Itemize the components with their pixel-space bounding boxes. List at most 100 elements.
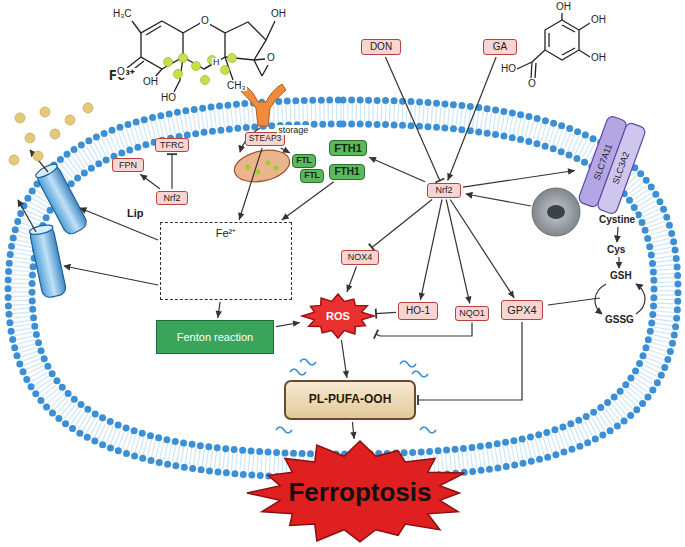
atom-label: HO xyxy=(160,92,177,103)
connector xyxy=(385,57,444,183)
don-structure xyxy=(127,21,275,92)
membrane-tails xyxy=(20,112,666,466)
node-text: Nrf2 xyxy=(435,185,452,195)
connector-line xyxy=(372,200,432,248)
connector-line xyxy=(369,157,425,182)
connector xyxy=(418,322,522,405)
inhibition-bar xyxy=(374,330,378,339)
connector xyxy=(374,323,472,339)
lipid-squiggles xyxy=(276,359,436,433)
ferritin-subunit: FTL xyxy=(300,169,324,183)
connector xyxy=(446,200,471,304)
membrane-outer xyxy=(8,100,678,478)
cys-gsh-arrow xyxy=(618,257,619,268)
connector xyxy=(369,200,432,252)
protein-box: TFRC xyxy=(155,138,189,152)
gsh-cycle xyxy=(636,284,645,314)
atom-label: OH xyxy=(590,14,607,25)
node-text: NQO1 xyxy=(459,308,485,318)
node-text: DON xyxy=(370,41,392,53)
connector xyxy=(447,57,496,181)
connector-line xyxy=(418,322,522,400)
inhibition-bar xyxy=(435,178,444,182)
connector xyxy=(419,200,442,301)
atom-label: CH₃ xyxy=(226,80,247,91)
drug-box: DON xyxy=(361,39,401,55)
edge-label: storage xyxy=(277,125,309,135)
arrowhead xyxy=(238,212,244,220)
node-text: FTH1 xyxy=(334,142,362,155)
connector xyxy=(167,154,177,189)
node-text: NOX4 xyxy=(348,252,373,262)
node-text: Fe²⁺ xyxy=(216,227,237,240)
arrowhead xyxy=(343,371,349,378)
process-box: Fenton reaction xyxy=(156,320,274,354)
gsh-gpx4-line xyxy=(548,298,600,305)
atom-label: O xyxy=(200,15,210,26)
connector-line xyxy=(446,200,470,304)
arrowhead xyxy=(465,296,471,304)
atom-label: H xyxy=(212,58,221,68)
endosome xyxy=(231,146,292,187)
connector xyxy=(376,309,396,319)
node-text: TFRC xyxy=(160,140,184,150)
connector-line xyxy=(347,267,357,293)
molecule-label: GSH xyxy=(609,270,633,281)
node-text: Lip xyxy=(127,207,144,220)
protein-box: NOX4 xyxy=(341,250,379,265)
arrowhead xyxy=(346,284,352,292)
node-text: Fenton reaction xyxy=(177,331,253,344)
atom-label: HO xyxy=(500,63,517,74)
node-text: FTH1 xyxy=(335,166,360,178)
exported-iron xyxy=(9,103,93,165)
connector xyxy=(450,200,514,299)
ferritin-subunit: FTH1 xyxy=(329,140,367,157)
connector-line xyxy=(282,182,334,220)
arrowhead xyxy=(369,157,377,163)
connector-line xyxy=(140,174,160,189)
efflux-arrow xyxy=(30,150,48,172)
protein-box: NQO1 xyxy=(455,306,489,321)
connector-line xyxy=(376,312,396,313)
connector xyxy=(341,340,349,378)
arrowhead xyxy=(216,311,222,318)
cell-icon xyxy=(532,188,580,236)
fpn-channel xyxy=(29,162,89,299)
atom-label: OH xyxy=(555,1,572,12)
labile-iron-pool: LipFe²⁺ xyxy=(160,222,292,300)
inhibition-bar xyxy=(167,153,177,155)
drug-box: GA xyxy=(483,39,517,55)
connector xyxy=(350,422,356,439)
atom-label: O xyxy=(527,78,537,89)
node-text: GA xyxy=(493,41,507,53)
arrowhead xyxy=(419,292,425,300)
arrowhead xyxy=(447,173,453,181)
atom-label: OH xyxy=(590,52,607,63)
transferrin-receptor xyxy=(240,84,286,126)
membrane-inner xyxy=(32,124,654,454)
connector-line xyxy=(450,200,514,299)
connector xyxy=(276,321,300,327)
arrowhead xyxy=(568,168,575,174)
protein-box: GPX4 xyxy=(501,300,543,320)
outcome-burst: Ferroptosis xyxy=(247,441,473,545)
efflux-arrow xyxy=(64,266,158,285)
lipid-peroxide-box: PL-PUFA-OOH xyxy=(284,380,416,420)
atom-label: OH xyxy=(142,76,159,87)
connector xyxy=(216,302,222,318)
arrowhead xyxy=(140,174,148,181)
node-text: Ferroptosis xyxy=(288,478,431,508)
protein-box: Nrf2 xyxy=(427,183,461,198)
ferritin-subunit: FTL xyxy=(292,154,316,168)
arrowhead xyxy=(282,213,290,220)
connector-line xyxy=(385,57,439,181)
transporter-shape xyxy=(577,117,647,213)
ferritin-subunit: FTH1 xyxy=(329,164,365,180)
protein-box: HO-1 xyxy=(398,302,438,320)
protein-box: Nrf2 xyxy=(156,191,188,205)
node-text: STEAP3 xyxy=(249,134,282,144)
protein-box: FPN xyxy=(112,158,144,172)
node-text: ROS xyxy=(326,310,350,323)
arrowhead xyxy=(293,321,300,327)
node-text: GPX4 xyxy=(507,304,536,317)
